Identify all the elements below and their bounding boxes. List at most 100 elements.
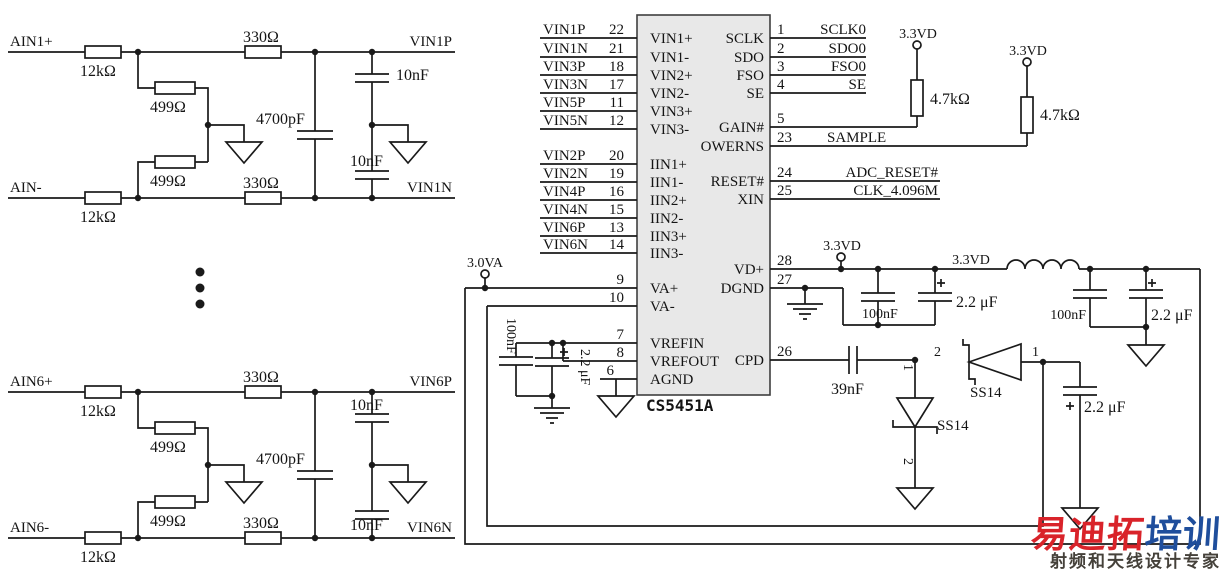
resistor-330-top — [244, 385, 282, 399]
net-label: VIN4P — [543, 184, 586, 200]
chip-pin-label: GAIN# — [719, 120, 764, 136]
net-label: VIN1N — [407, 180, 452, 196]
supply-terminal-3v3 — [836, 252, 846, 262]
schottky-bar — [962, 339, 976, 385]
pin-number: 12 — [609, 113, 624, 129]
inductor — [1006, 259, 1080, 270]
digital-supply-section: 28 VD+ 27 DGND 3.3VD 100nF 2.2 μF 3.3VD … — [721, 239, 1200, 368]
plus-mark — [1148, 279, 1156, 287]
pin-number: 15 — [609, 202, 624, 218]
pin-number: 25 — [777, 183, 792, 199]
wires — [8, 51, 455, 199]
chip-pin-label: VIN3- — [650, 122, 689, 138]
net-label: VIN3P — [543, 59, 586, 75]
net-label: AIN- — [10, 180, 42, 196]
diode-label: SS14 — [937, 418, 969, 434]
chip-pin-label: VIN1- — [650, 50, 689, 66]
analog-supply-section: 3.0VA 9 VA+ 10 VA- 7 VREFIN 8 VREFOUT 6 … — [465, 256, 719, 424]
capacitor-10nF-top — [355, 73, 389, 83]
capacitor-4700pF — [297, 130, 333, 140]
supply-return-loops — [464, 269, 1201, 545]
wires — [770, 261, 1200, 345]
schottky-bar — [892, 420, 938, 434]
capacitor-vref-100nF — [499, 356, 533, 366]
ground-triangle — [388, 141, 428, 165]
junction-dots — [134, 388, 376, 542]
resistor-12k-bot — [84, 531, 122, 545]
value-label: 499Ω — [150, 99, 186, 116]
net-label: VIN6P — [409, 374, 452, 390]
wires — [8, 391, 455, 539]
net-label: VIN3N — [543, 77, 588, 93]
chip-pin-label: VIN2+ — [650, 68, 693, 84]
pin-number: 26 — [777, 344, 793, 360]
capacitor-100nF — [1073, 289, 1107, 299]
pullup-resistor-1: 3.3VD 4.7kΩ — [899, 27, 970, 127]
value-label: 10nF — [350, 397, 383, 414]
pin-number: 17 — [609, 77, 625, 93]
value-label: 330Ω — [243, 515, 279, 532]
net-label: VIN4N — [543, 202, 588, 218]
resistor-330-bot — [244, 531, 282, 545]
resistor-330-top — [244, 45, 282, 59]
capacitor-10nF-bot — [355, 170, 389, 180]
pin-number: 22 — [609, 22, 624, 38]
net-label: VIN1N — [543, 41, 588, 57]
net-label-3v3: 3.3VD — [823, 239, 861, 254]
net-label: VIN1P — [409, 34, 452, 50]
chip-pin-label: VIN2- — [650, 86, 689, 102]
net-label: VIN5P — [543, 95, 586, 111]
pin-number: 13 — [609, 220, 624, 236]
resistor-499-bot — [154, 495, 196, 509]
capacitor-2u2 — [1129, 289, 1163, 299]
chip-pin-label: FSO — [736, 68, 764, 84]
value-label: 10nF — [350, 153, 383, 170]
charge-pump-section: 26 CPD 39nF 1 2 SS14 2 1 SS14 2.2 μF — [735, 339, 1126, 531]
outer-loop-3v0 — [464, 269, 1201, 545]
junction-dots — [134, 48, 376, 202]
chip-pin-label: VD+ — [734, 262, 764, 278]
value-label: 499Ω — [150, 439, 186, 456]
resistor-12k-top — [84, 385, 122, 399]
pin-number: 14 — [609, 237, 625, 253]
ground-triangle — [596, 395, 636, 419]
pin-number: 2 — [777, 41, 785, 57]
value-label: 12kΩ — [80, 63, 116, 80]
chip-cs5451a: CS5451A — [636, 14, 771, 415]
resistor-499-bot — [154, 155, 196, 169]
value-label: 4.7kΩ — [1040, 107, 1080, 124]
resistor-4k7 — [910, 79, 924, 117]
net-label: VIN2P — [543, 148, 586, 164]
filter-block-6: AIN6+ 12kΩ 330Ω VIN6P 499Ω 499Ω 4700pF 1… — [8, 369, 455, 566]
value-label: 2.2 μF — [1084, 399, 1126, 416]
pin-number: 6 — [607, 363, 615, 379]
chip-pin-label: AGND — [650, 372, 693, 388]
pin-number: 27 — [777, 272, 793, 288]
net-label: AIN6- — [10, 520, 49, 536]
value-label: 39nF — [831, 381, 864, 398]
value-label: 4700pF — [256, 451, 305, 468]
value-label: 12kΩ — [80, 549, 116, 566]
pin-number: 19 — [609, 166, 624, 182]
chip-pin-label: VIN3+ — [650, 104, 693, 120]
net-label: VIN6N — [543, 237, 588, 253]
net-label: SCLK0 — [820, 22, 866, 38]
chip-pin-label: SE — [746, 86, 764, 102]
chip-pin-label: OWERNS — [701, 139, 764, 155]
chip-pin-label: DGND — [721, 281, 764, 297]
repeat-ellipsis — [195, 267, 205, 309]
pin-number: 11 — [610, 95, 624, 111]
ground-triangle — [1126, 344, 1166, 368]
value-label: 12kΩ — [80, 403, 116, 420]
chip-pin-label: VREFOUT — [650, 354, 719, 370]
chip-pin-label: IIN3- — [650, 246, 683, 262]
capacitor-100nF — [861, 292, 895, 302]
plus-mark — [1066, 402, 1074, 410]
net-label: AIN6+ — [10, 374, 53, 390]
net-label: VIN6N — [407, 520, 452, 536]
capacitor-39nF — [848, 346, 858, 374]
resistor-12k-top — [84, 45, 122, 59]
value-label: 10nF — [396, 67, 429, 84]
pin-number: 3 — [777, 59, 785, 75]
